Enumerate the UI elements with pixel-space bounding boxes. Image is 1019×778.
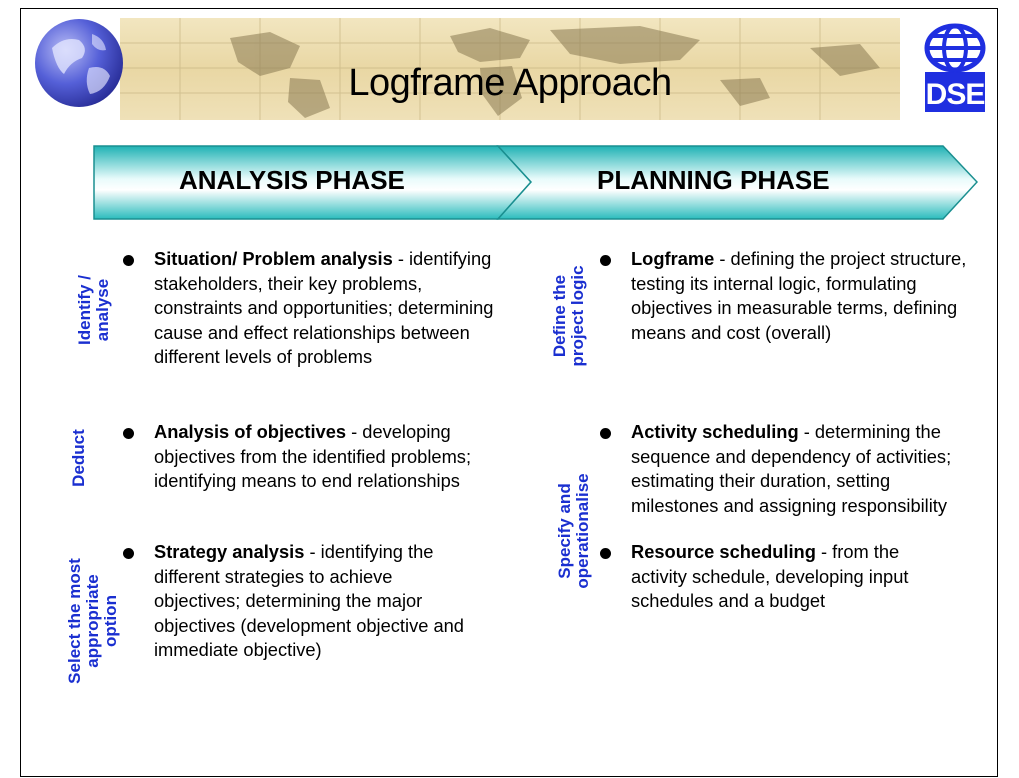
list-item: Situation/ Problem analysis - identifyin… — [123, 247, 509, 370]
item-text: - determining the sequence and dependenc… — [631, 421, 952, 516]
item-text: - developing objectives from the identif… — [154, 421, 472, 491]
world-map-texture — [120, 18, 900, 120]
bullet-icon — [123, 255, 134, 266]
item-title: Analysis of objectives — [154, 421, 347, 442]
phase-arrows: ANALYSIS PHASE PLANNING PHASE — [93, 145, 979, 220]
logo-text: DSE — [925, 78, 986, 111]
bullet-icon — [600, 255, 611, 266]
item-text: - identifying the different strategies t… — [154, 541, 464, 660]
list-item: Activity scheduling - determining the se… — [600, 420, 981, 518]
side-label-select: Select the most appropriate option — [65, 558, 120, 684]
side-label-identify: Identify / analyse — [75, 275, 112, 345]
bullet-icon — [123, 548, 134, 559]
phase-arrow-shapes — [93, 145, 979, 220]
bullet-icon — [600, 428, 611, 439]
item-title: Logframe — [631, 248, 715, 269]
item-title: Situation/ Problem analysis — [154, 248, 393, 269]
bullet-icon — [123, 428, 134, 439]
slide-frame — [20, 8, 998, 777]
item-text: - identifying stakeholders, their key pr… — [154, 248, 494, 367]
analysis-phase-label: ANALYSIS PHASE — [179, 165, 405, 195]
list-item: Strategy analysis - identifying the diff… — [123, 540, 464, 663]
list-item: Logframe - defining the project structur… — [600, 247, 976, 345]
item-title: Strategy analysis — [154, 541, 305, 562]
planning-phase-label: PLANNING PHASE — [597, 165, 830, 195]
page-title: Logframe Approach — [348, 62, 672, 104]
side-label-specify: Specify and operationalise — [555, 473, 592, 589]
header-banner: Logframe Approach — [120, 18, 900, 120]
list-item: Analysis of objectives - developing obje… — [123, 420, 504, 494]
side-label-define: Define the project logic — [550, 265, 587, 367]
item-text: - defining the project structure, testin… — [631, 248, 967, 343]
item-title: Resource scheduling — [631, 541, 816, 562]
dse-logo: DSE — [923, 22, 987, 114]
globe-icon — [35, 19, 123, 107]
list-item: Resource scheduling - from the activity … — [600, 540, 951, 614]
side-label-deduct: Deduct — [69, 429, 88, 487]
dse-logo-graphic — [923, 22, 987, 114]
bullet-icon — [600, 548, 611, 559]
item-text: - from the activity schedule, developing… — [631, 541, 909, 611]
item-title: Activity scheduling — [631, 421, 799, 442]
planning-phase-arrow — [496, 145, 979, 220]
